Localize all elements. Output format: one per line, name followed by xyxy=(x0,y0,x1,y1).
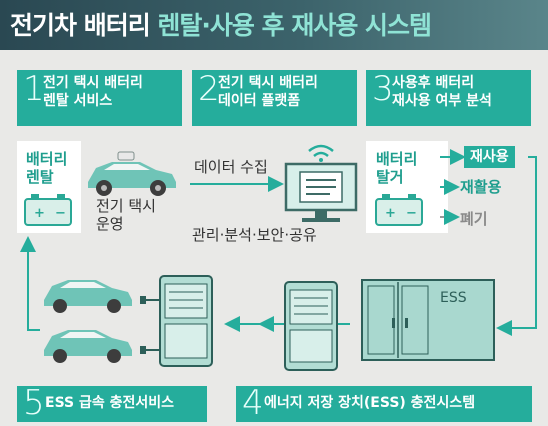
battery-removal-line-1: 배터리 xyxy=(376,150,418,168)
step-3-line-2: 재사용 여부 분석 xyxy=(392,93,492,109)
platform-functions-label: 관리·분석·보안·공유 xyxy=(192,226,317,244)
taxi-icon-charging-1 xyxy=(44,280,132,313)
svg-text:+: + xyxy=(385,206,396,221)
step-2-line-2: 데이터 플랫폼 xyxy=(218,93,301,109)
data-collection-label: 데이터 수집 xyxy=(194,158,268,176)
step-4-number: 4 xyxy=(242,383,264,423)
reuse-chip: 재사용 xyxy=(464,146,515,168)
step-2-number: 2 xyxy=(198,69,220,109)
taxi-icon-charging-2 xyxy=(44,330,132,363)
battery-icon-removal: + − xyxy=(375,194,423,226)
step-3-line-1: 사용후 배터리 xyxy=(392,75,475,91)
step-5-header: 5 ESS 급속 충전서비스 xyxy=(17,383,207,423)
ess-label: ESS xyxy=(440,290,467,306)
step-1-number: 1 xyxy=(23,69,45,109)
step-5-number: 5 xyxy=(23,383,45,423)
title-part-2: 렌탈·사용 후 재사용 시스템 xyxy=(157,11,432,40)
step-3-number: 3 xyxy=(372,69,394,109)
step-4-label: 에너지 저장 장치(ESS) 충전시스템 xyxy=(264,395,476,411)
taxi-icon-top xyxy=(88,151,176,196)
svg-text:−: − xyxy=(406,206,417,221)
step-4-header: 4 에너지 저장 장치(ESS) 충전시스템 xyxy=(236,383,532,423)
arrow-reuse-to-ess xyxy=(496,156,537,336)
storage-cabinet-icon xyxy=(284,281,338,371)
recycle-label: 재활용 xyxy=(460,178,502,196)
charger-cabinet-icon xyxy=(140,275,213,367)
step-1-line-2: 렌탈 서비스 xyxy=(43,93,113,109)
step-2-line-1: 전기 택시 배터리 xyxy=(218,75,318,91)
title-part-1: 전기차 배터리 xyxy=(10,11,158,40)
battery-removal-line-2: 탈거 xyxy=(376,168,404,186)
title-bar: 전기차 배터리 렌탈·사용 후 재사용 시스템 xyxy=(0,0,548,50)
battery-rental-line-2: 렌탈 xyxy=(26,168,54,186)
arrow-return-to-rental xyxy=(20,236,40,331)
ess-container xyxy=(361,279,495,361)
step-5-label: ESS 급속 충전서비스 xyxy=(45,395,175,411)
battery-rental-line-1: 배터리 xyxy=(26,150,68,168)
svg-text:−: − xyxy=(55,206,66,221)
taxi-operation-line-2: 운영 xyxy=(96,215,124,233)
monitor-icon xyxy=(284,144,358,222)
dispose-label: 폐기 xyxy=(460,210,488,228)
battery-icon-rental: + − xyxy=(24,194,72,226)
step-1-line-1: 전기 택시 배터리 xyxy=(43,75,143,91)
svg-text:+: + xyxy=(34,206,45,221)
page-title: 전기차 배터리 렌탈·사용 후 재사용 시스템 xyxy=(10,6,432,42)
taxi-operation-line-1: 전기 택시 xyxy=(96,197,156,215)
